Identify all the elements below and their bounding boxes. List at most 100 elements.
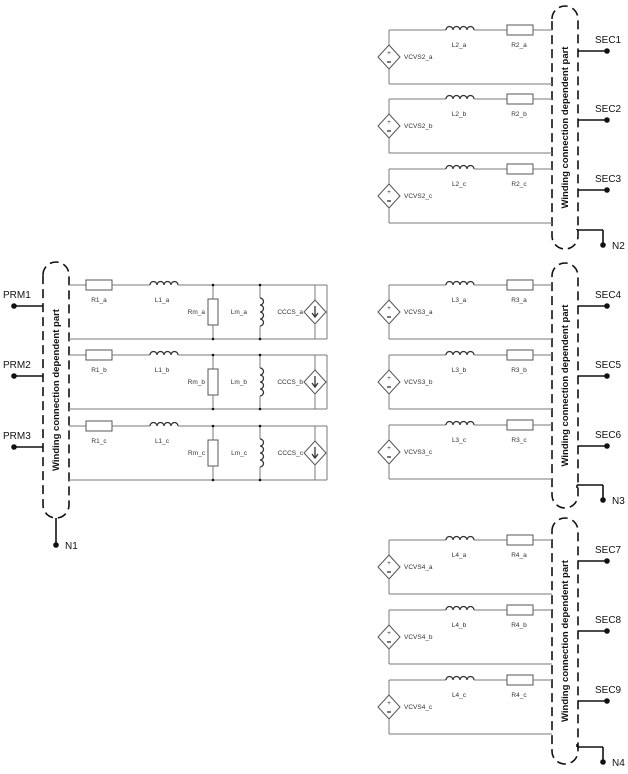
- controlled-voltage-source: [377, 183, 401, 209]
- inductor-label: L2_c: [452, 181, 467, 188]
- controlled-voltage-source: [377, 694, 401, 720]
- resistor-label: R4_c: [511, 692, 527, 699]
- neutral-terminal: [600, 759, 606, 765]
- port-terminal: [604, 373, 610, 379]
- inductor-label: L4_b: [452, 622, 467, 629]
- controlled-voltage-source: [377, 369, 401, 395]
- port-label: SEC9: [595, 685, 622, 696]
- port-terminal: [11, 303, 17, 309]
- arrow-icon: [311, 376, 319, 389]
- inductor: [149, 421, 179, 427]
- resistor-label: R2_a: [511, 42, 527, 49]
- inductor: [445, 605, 475, 611]
- magnetizing-inductor: [259, 438, 265, 468]
- plus-sign: +: [387, 700, 391, 707]
- neutral-terminal: [600, 497, 606, 503]
- arrow-icon: [311, 447, 319, 460]
- controlled-voltage-source: [377, 554, 401, 580]
- secondary-winding-2: Winding connection dependent part+VCVS2_…: [377, 5, 625, 252]
- inductor-label: L4_a: [452, 552, 467, 559]
- block-label-secondary: Winding connection dependent part: [560, 559, 571, 722]
- plus-sign: +: [387, 375, 391, 382]
- secondary-phase-c: + VCVS4_c L4_c R4_c SEC9: [377, 674, 622, 735]
- port-terminal: [604, 698, 610, 704]
- neutral-label: N2: [612, 241, 625, 252]
- plus-sign: +: [387, 445, 391, 452]
- inductor-label: L4_c: [452, 692, 467, 699]
- resistor-label: R2_b: [511, 111, 527, 118]
- resistor-label: R2_c: [511, 181, 527, 188]
- secondary-winding-4: Winding connection dependent part + VCVS4_…: [377, 517, 625, 769]
- node: [211, 424, 215, 428]
- port-terminal: [604, 117, 610, 123]
- block-label-primary: Winding connection dependent part: [51, 308, 62, 471]
- port-terminal: [604, 187, 610, 193]
- node: [211, 283, 215, 287]
- controlled-voltage-source: [377, 624, 401, 650]
- winding-connection-block-secondary: [551, 517, 579, 765]
- resistor-label: R1_a: [91, 297, 107, 304]
- inductor: [445, 164, 475, 170]
- controlled-voltage-source: [377, 113, 401, 139]
- node: [258, 424, 262, 428]
- resistor: [506, 163, 534, 175]
- resistor-label: R3_c: [511, 437, 527, 444]
- arrow-icon: [311, 306, 319, 319]
- port-terminal: [604, 558, 610, 564]
- resistor: [506, 674, 534, 686]
- port-label: PRM1: [3, 290, 31, 301]
- resistor: [85, 279, 113, 291]
- winding-connection-block-secondary: [551, 262, 579, 509]
- resistor: [506, 24, 534, 36]
- source-label: CCCS_c: [278, 450, 304, 457]
- port-label: PRM2: [3, 360, 31, 371]
- inductor-label: L1_c: [155, 438, 170, 445]
- magnetizing-resistor-label: Rm_b: [188, 379, 206, 386]
- resistor: [506, 279, 534, 291]
- winding-connection-block-primary: [42, 261, 70, 519]
- port-terminal: [604, 443, 610, 449]
- resistor-label: R4_a: [511, 552, 527, 559]
- plus-sign: +: [387, 630, 391, 637]
- resistor-label: R3_b: [511, 367, 527, 374]
- magnetizing-resistor: [207, 298, 219, 326]
- source-label: VCVS2_a: [404, 54, 433, 61]
- resistor: [506, 349, 534, 361]
- node: [211, 353, 215, 357]
- source-label: VCVS4_a: [404, 564, 433, 571]
- inductor: [445, 535, 475, 541]
- node: [258, 478, 262, 482]
- inductor-label: L3_c: [452, 437, 467, 444]
- source-label: VCVS3_c: [404, 449, 433, 456]
- winding-connection-block-secondary: [551, 5, 579, 250]
- magnetizing-resistor: [207, 439, 219, 467]
- source-label: VCVS2_b: [404, 123, 433, 130]
- node: [258, 337, 262, 341]
- resistor: [85, 420, 113, 432]
- source-label: VCVS3_b: [404, 379, 433, 386]
- plus-sign: +: [387, 50, 391, 57]
- plus-sign: +: [387, 189, 391, 196]
- source-label: VCVS3_a: [404, 309, 433, 316]
- port-terminal: [604, 48, 610, 54]
- source-label: VCVS4_c: [404, 704, 433, 711]
- neutral-label: N4: [612, 758, 625, 769]
- resistor-label: R4_b: [511, 622, 527, 629]
- resistor-label: R3_a: [511, 297, 527, 304]
- inductor: [445, 675, 475, 681]
- port-terminal: [11, 444, 17, 450]
- inductor-label: L2_b: [452, 111, 467, 118]
- port-label: SEC1: [595, 35, 622, 46]
- node: [211, 337, 215, 341]
- resistor: [506, 419, 534, 431]
